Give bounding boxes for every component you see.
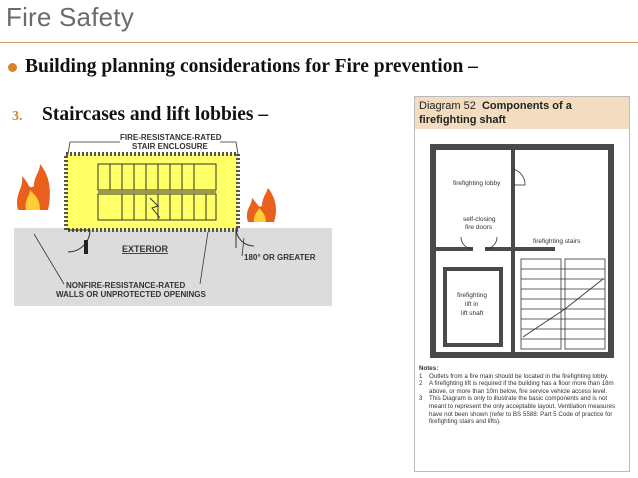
- ground-area: [14, 228, 332, 306]
- break-line: [149, 197, 161, 219]
- numbered-item: 3. Staircases and lift lobbies –: [12, 104, 268, 126]
- diagram-notes: Notes: 1 Outlets from a fire main should…: [419, 365, 625, 426]
- note-item: 3 This Diagram is only to illustrate the…: [419, 395, 625, 425]
- lobby-door-bottom-icon: [460, 236, 498, 250]
- label-lobby: firefighting lobby: [453, 180, 501, 187]
- leader-enclosure: [67, 141, 239, 155]
- lobby-wall: [433, 147, 515, 251]
- leader-angle: [241, 237, 245, 257]
- label-lift-line3: lift shaft: [461, 310, 484, 317]
- firefighting-shaft-plan: firefighting lobby self-closing fire doo…: [430, 144, 614, 358]
- diagram-title: Diagram 52 Components of a firefighting …: [419, 99, 572, 127]
- lift-shaft: [443, 267, 503, 347]
- flame-right-inner-icon: [253, 208, 266, 222]
- firefighting-stairs: [520, 258, 606, 350]
- label-enclosure-line2: STAIR ENCLOSURE: [132, 142, 209, 151]
- flame-right-icon: [246, 188, 276, 222]
- note-number: 1: [419, 372, 423, 380]
- flame-left-inner-icon: [25, 190, 40, 210]
- note-text: This Diagram is only to illustrate the b…: [429, 395, 616, 426]
- lobby-door-top-icon: [512, 168, 526, 186]
- note-number: 3: [419, 395, 423, 403]
- label-enclosure-line1: FIRE-RESISTANCE-RATED: [120, 133, 222, 142]
- leader-walls: [33, 231, 209, 285]
- stair-enclosure-figure: FIRE-RESISTANCE-RATED STAIR ENCLOSURE EX…: [14, 133, 332, 306]
- diagram-number: Diagram 52: [419, 100, 476, 112]
- label-lift-line1: firefighting: [457, 292, 487, 299]
- bullet-text: Building planning considerations for Fir…: [25, 56, 478, 77]
- diagram-header: Diagram 52 Components of a firefighting …: [415, 97, 629, 129]
- diagram-52: Diagram 52 Components of a firefighting …: [414, 96, 630, 472]
- item-text: Staircases and lift lobbies –: [42, 104, 269, 125]
- outer-wall: [430, 144, 614, 358]
- diagram-title-line2: firefighting shaft: [419, 114, 506, 126]
- slide-title: Fire Safety: [6, 2, 134, 32]
- note-text: Outlets from a fire main should be locat…: [429, 372, 609, 380]
- title-divider: [0, 42, 638, 43]
- label-lift-line2: lift in: [465, 301, 479, 308]
- label-doors-line1: self-closing: [463, 216, 496, 223]
- label-stairs: firefighting stairs: [533, 238, 581, 245]
- door-handle-icon: [84, 240, 88, 254]
- bullet-item: Building planning considerations for Fir…: [8, 56, 478, 78]
- note-text: A firefighting lift is required if the b…: [429, 380, 614, 395]
- label-walls-line2: WALLS OR UNPROTECTED OPENINGS: [56, 290, 206, 299]
- item-number: 3.: [12, 109, 23, 124]
- staircase: [97, 163, 217, 221]
- note-item: 1 Outlets from a fire main should be loc…: [419, 373, 625, 381]
- note-item: 2 A firefighting lift is required if the…: [419, 380, 625, 395]
- flame-left-icon: [17, 164, 50, 210]
- stair-wall: [511, 247, 555, 355]
- label-angle: 180° OR GREATER: [244, 253, 316, 262]
- notes-heading: Notes:: [419, 365, 439, 372]
- label-walls-line1: NONFIRE-RESISTANCE-RATED: [66, 281, 185, 290]
- label-exterior: EXTERIOR: [122, 244, 169, 254]
- bullet-dot-icon: [8, 62, 17, 72]
- note-number: 2: [419, 380, 423, 388]
- label-doors-line2: fire doors: [465, 224, 493, 231]
- diagram-title-line1: Components of a: [481, 100, 572, 112]
